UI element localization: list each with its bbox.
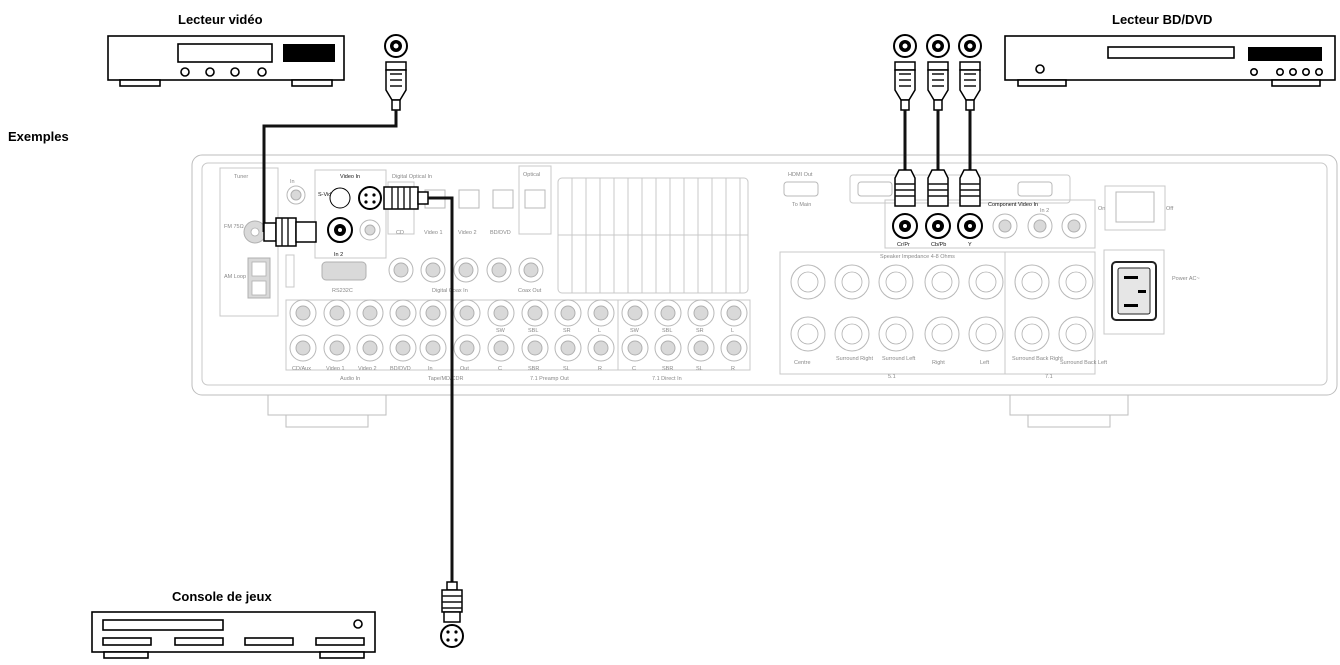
component-cables: [892, 34, 983, 239]
surround-right-label: Surround Right: [836, 356, 873, 362]
heatsink: [557, 177, 749, 294]
preamp-sl-label: SL: [563, 366, 570, 372]
direct-sw-label: SW: [630, 328, 640, 334]
rs232c-label: RS232C: [332, 288, 353, 294]
cd-label: CD: [396, 230, 404, 236]
video2-optical-label: Video 2: [458, 230, 477, 236]
video-player-label: Lecteur vidéo: [178, 12, 263, 27]
direct-c-label: C: [632, 366, 636, 372]
y-label: Y: [968, 242, 972, 248]
preamp-sbl-label: SBL: [528, 328, 538, 334]
component-in2-jacks: [992, 213, 1087, 239]
video-in-12-label: In 2: [334, 252, 343, 258]
five-one-label: 5.1: [888, 374, 896, 380]
direct-sr-label: SR: [696, 328, 704, 334]
component-in-label: Component Video In: [988, 202, 1038, 208]
direct-sl-label: SL: [696, 366, 703, 372]
off-label: Off: [1166, 206, 1174, 212]
direct-in-label: 7.1 Direct In: [652, 376, 682, 382]
direct-l-label: L: [731, 328, 734, 334]
direct-r-label: R: [731, 366, 735, 372]
preamp-r-label: R: [598, 366, 602, 372]
bd-dvd-audio-label: BD/DVD: [390, 366, 411, 372]
bd-player-label: Lecteur BD/DVD: [1112, 12, 1212, 27]
bd-dvd-optical-label: BD/DVD: [490, 230, 511, 236]
video-in-label: Video In: [340, 174, 360, 180]
digital-coax-jacks: [388, 257, 544, 283]
coax-out-label: Coax Out: [518, 288, 542, 294]
optical-label: Optical: [523, 172, 540, 178]
receiver-rear-panel: Tuner FM 75Ω AM Loop 300Ω In Video In S-…: [191, 154, 1338, 428]
game-console-device: [91, 611, 376, 659]
on-label: On: [1098, 206, 1105, 212]
power-label: Power AC~: [1172, 276, 1200, 282]
to-main-label: To Main: [792, 202, 811, 208]
video-player-device: [107, 35, 345, 87]
bd-player-device: [1004, 35, 1336, 87]
digital-coax-in-label: Digital Coax In: [432, 288, 468, 294]
preamp-out-label: 7.1 Preamp Out: [530, 376, 569, 382]
in-jack-label: In: [290, 179, 295, 185]
video1-optical-label: Video 1: [424, 230, 443, 236]
right-label: Right: [932, 360, 945, 366]
direct-sbr-label: SBR: [662, 366, 673, 372]
preamp-l-label: L: [598, 328, 601, 334]
tape-out-label: Out: [460, 366, 469, 372]
tuner-label: Tuner: [234, 174, 248, 180]
preamp-sw-label: SW: [496, 328, 506, 334]
hdmi-out-label: HDMI Out: [788, 172, 813, 178]
direct-sbl-label: SBL: [662, 328, 672, 334]
speaker-impedance-label: Speaker Impedance 4-8 Ohms: [880, 254, 955, 260]
speaker-terminals: [790, 264, 1094, 352]
in2-label: In 2: [1040, 208, 1049, 214]
tape-md-cdr-label: Tape/MD/CDR: [428, 376, 463, 382]
cb-pb-label: Cb/Pb: [931, 242, 946, 248]
audio-in-label: Audio In: [340, 376, 360, 382]
left-label: Left: [980, 360, 990, 366]
s-video-label: S-Video: [318, 192, 337, 198]
preamp-sr-label: SR: [563, 328, 571, 334]
game-console-label: Console de jeux: [172, 589, 272, 604]
s-video-cable: [358, 186, 464, 648]
preamp-sbr-label: SBR: [528, 366, 539, 372]
digital-optical-label: Digital Optical In: [392, 174, 432, 180]
composite-cable: [262, 34, 408, 247]
cd-aux-label: CD/Aux: [292, 366, 311, 372]
cr-pr-label: Cr/Pr: [897, 242, 910, 248]
surround-back-right-label: Surround Back Right: [1012, 356, 1063, 362]
audio-rca-jacks: [289, 299, 748, 362]
examples-label: Exemples: [8, 129, 69, 144]
surround-back-left-label: Surround Back Left: [1060, 360, 1108, 366]
seven-one-label: 7.1: [1045, 374, 1053, 380]
video2-audio-label: Video 2: [358, 366, 377, 372]
centre-label: Centre: [794, 360, 811, 366]
fm-label: FM 75Ω: [224, 224, 244, 230]
video1-audio-label: Video 1: [326, 366, 345, 372]
preamp-c-label: C: [498, 366, 502, 372]
surround-left-label: Surround Left: [882, 356, 916, 362]
tape-in-label: In: [428, 366, 433, 372]
am-label: AM Loop 300Ω: [224, 274, 261, 280]
